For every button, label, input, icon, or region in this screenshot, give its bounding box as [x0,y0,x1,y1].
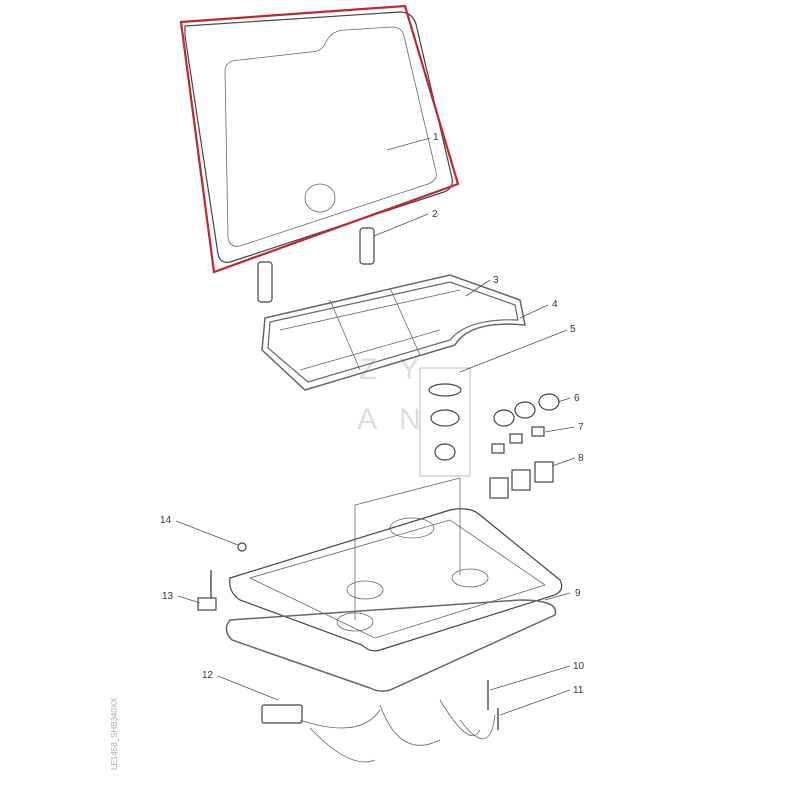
label-7: 7 [578,422,584,433]
part-fixing-clamp[interactable] [197,570,217,611]
label-10: 10 [573,661,585,672]
label-14: 14 [160,515,172,526]
part-hinge[interactable] [257,227,375,303]
label-11: 11 [573,685,584,696]
part-burner[interactable] [419,367,471,477]
label-9: 9 [575,588,581,599]
label-5: 5 [570,324,576,335]
part-lid[interactable] [184,11,453,263]
part-pan-support[interactable] [261,274,526,391]
label-8: 8 [578,453,584,464]
leader-lines [175,137,576,716]
part-gas-valves[interactable] [489,461,554,499]
label-2: 2 [432,209,438,220]
label-4: 4 [552,299,558,310]
part-knobs[interactable] [493,393,560,427]
part-hob-tray[interactable] [229,477,563,652]
label-13: 13 [162,591,174,602]
highlight-frame [179,4,460,274]
label-3: 3 [493,275,499,286]
part-cap[interactable] [237,542,247,552]
label-6: 6 [574,393,580,404]
label-1: 1 [433,132,439,143]
part-seal[interactable] [225,599,557,692]
part-ignitor[interactable] [261,699,496,763]
label-12: 12 [202,670,214,681]
part-knob-inserts[interactable] [491,426,545,454]
